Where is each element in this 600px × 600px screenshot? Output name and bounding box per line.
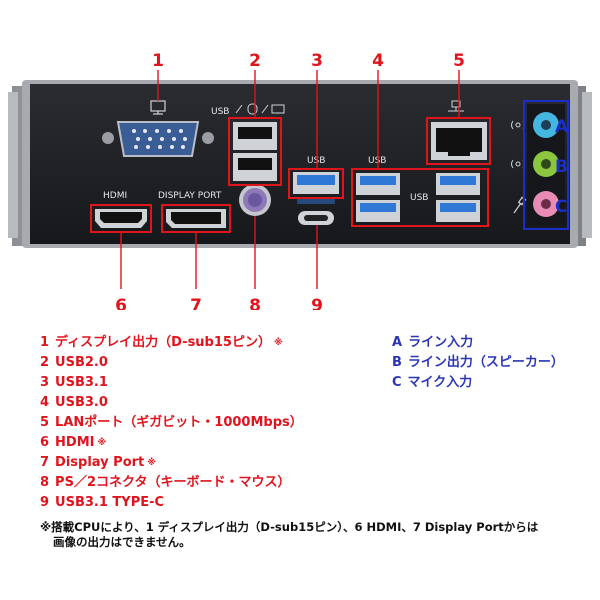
- usb30-ports: USB USB: [356, 156, 480, 222]
- legend-num: 1: [40, 335, 50, 350]
- legend-num: 2: [40, 355, 50, 370]
- legend-item-6: 6 HDMI※: [40, 433, 303, 453]
- legend-letter: C: [392, 375, 402, 390]
- callout-b: B: [555, 157, 568, 177]
- leader-lines: [120, 70, 460, 289]
- callout-2: 2: [249, 51, 261, 71]
- callout-7: 7: [190, 296, 202, 310]
- callout-3: 3: [311, 51, 323, 71]
- usb2-ports: USB: [211, 103, 285, 181]
- legend-text: USB3.1 TYPE-C: [55, 495, 165, 510]
- legend-item-8: 8 PS／2コネクタ（キーボード・マウス）: [40, 473, 303, 493]
- legend-item-9: 9 USB3.1 TYPE-C: [40, 493, 303, 513]
- legend-text: ディスプレイ出力（D-sub15ピン）: [55, 335, 271, 350]
- legend-num: 4: [40, 395, 50, 410]
- highlight-audio: [523, 100, 569, 230]
- usb31-ports: USB: [293, 156, 339, 225]
- legend-mark: ※: [147, 458, 157, 468]
- legend-item-5: 5 LANポート（ギガビット・1000Mbps）: [40, 413, 303, 433]
- usb31-label: USB: [307, 156, 325, 166]
- hdmi-port: HDMI: [95, 191, 147, 228]
- legend-item-c: C マイク入力: [392, 373, 564, 393]
- legend-item-3: 3 USB3.1: [40, 373, 303, 393]
- legend-mark: ※: [97, 438, 107, 448]
- usb30-label-top: USB: [368, 156, 386, 166]
- callout-c: C: [555, 197, 567, 217]
- legend-text: Display Port: [55, 455, 145, 470]
- legend-item-7: 7 Display Port※: [40, 453, 303, 473]
- io-panel-diagram: USB USB USB USB: [8, 51, 592, 310]
- legend-text: PS／2コネクタ（キーボード・マウス）: [55, 475, 291, 490]
- legend-num: 8: [40, 475, 50, 490]
- legend-item-a: A ライン入力: [392, 333, 564, 353]
- legend-item-2: 2 USB2.0: [40, 353, 303, 373]
- display-port: DISPLAY PORT: [158, 191, 226, 228]
- legend-text: ライン入力: [408, 335, 474, 350]
- callout-4: 4: [372, 51, 384, 71]
- callout-9: 9: [311, 296, 323, 310]
- legend-mark: ※: [273, 338, 283, 348]
- footnote-line-1: ※搭載CPUにより、1 ディスプレイ出力（D-sub15ピン）、6 HDMI、7…: [40, 520, 539, 534]
- callout-a: A: [555, 117, 569, 137]
- legend-item-1: 1 ディスプレイ出力（D-sub15ピン）※: [40, 333, 303, 353]
- callout-5: 5: [453, 51, 465, 71]
- legend-item-b: B ライン出力（スピーカー）: [392, 353, 564, 373]
- callout-1: 1: [152, 51, 164, 71]
- display-port-label: DISPLAY PORT: [158, 191, 222, 201]
- legend-letter: A: [392, 335, 403, 350]
- legend-item-4: 4 USB3.0: [40, 393, 303, 413]
- usb2-header-label: USB: [211, 107, 229, 117]
- vga-port: [102, 100, 214, 157]
- legend-num: 9: [40, 495, 50, 510]
- legend-text: USB3.1: [55, 375, 108, 390]
- legend-text: LANポート（ギガビット・1000Mbps）: [55, 415, 303, 430]
- ps2-port: [239, 184, 271, 216]
- legend-letter: B: [392, 355, 402, 370]
- usb30-label-mid: USB: [410, 193, 428, 203]
- legend-num: 7: [40, 455, 50, 470]
- network-icon: [448, 100, 464, 112]
- callout-8: 8: [249, 296, 261, 310]
- lan-port: [431, 100, 487, 160]
- legend-text: ライン出力（スピーカー）: [407, 355, 564, 370]
- legend-num: 6: [40, 435, 50, 450]
- highlight-usb30: [351, 168, 489, 227]
- footnote-line-2: 画像の出力はできません。: [53, 535, 191, 549]
- legend-text: USB2.0: [55, 355, 108, 370]
- hdmi-label: HDMI: [103, 191, 127, 201]
- legend-text: HDMI: [55, 435, 95, 450]
- highlight-usb31: [288, 168, 344, 199]
- legend-num: 5: [40, 415, 50, 430]
- footnote: ※搭載CPUにより、1 ディスプレイ出力（D-sub15ピン）、6 HDMI、7…: [40, 520, 570, 550]
- legend-text: USB3.0: [55, 395, 108, 410]
- audio-jacks: [511, 104, 565, 226]
- legend-text: マイク入力: [407, 375, 473, 390]
- keyboard-mouse-icon: [235, 103, 285, 115]
- audio-legend-list: A ライン入力 B ライン出力（スピーカー） C マイク入力: [392, 333, 564, 393]
- callout-6: 6: [115, 296, 127, 310]
- legend-num: 3: [40, 375, 50, 390]
